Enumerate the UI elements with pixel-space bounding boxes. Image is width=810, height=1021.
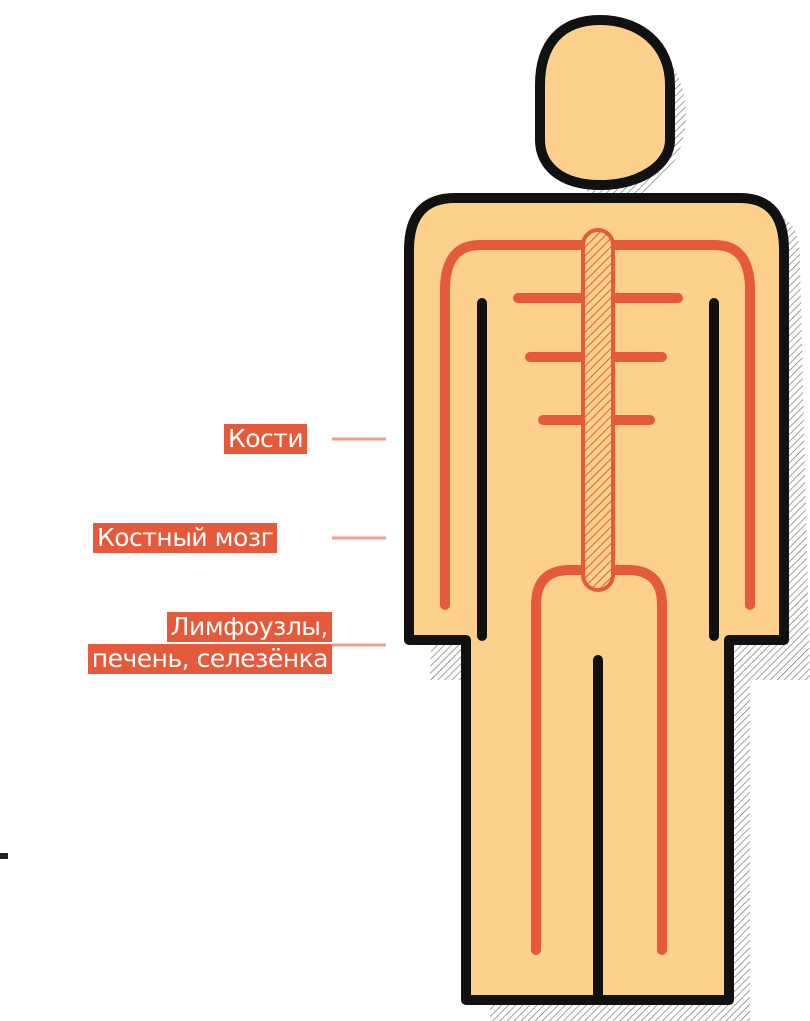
- lymph-label-block: Лимфоузлы, печень, селезёнка: [88, 612, 332, 674]
- lymph-label-line1: Лимфоузлы,: [167, 612, 332, 642]
- head: [540, 20, 670, 185]
- marker-dot: [0, 853, 8, 859]
- lymph-label-line2: печень, селезёнка: [88, 644, 332, 674]
- leader-lines: [332, 439, 386, 645]
- bones-label: Кости: [224, 424, 307, 454]
- spine-marrow: [583, 230, 613, 590]
- bone-marrow-label: Костный мозг: [93, 523, 277, 553]
